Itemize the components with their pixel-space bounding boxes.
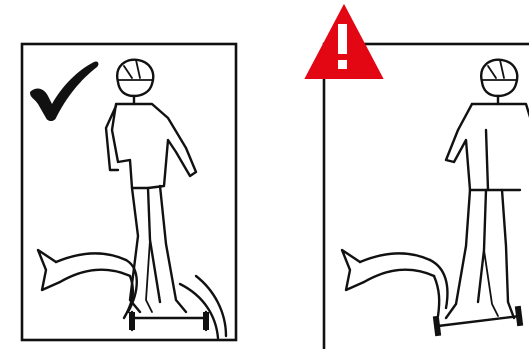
panel-incorrect (306, 6, 529, 349)
panel-incorrect-frame (324, 44, 529, 349)
panel-correct (22, 44, 236, 340)
panel-correct-frame (22, 44, 236, 340)
warning-icon (306, 6, 382, 78)
